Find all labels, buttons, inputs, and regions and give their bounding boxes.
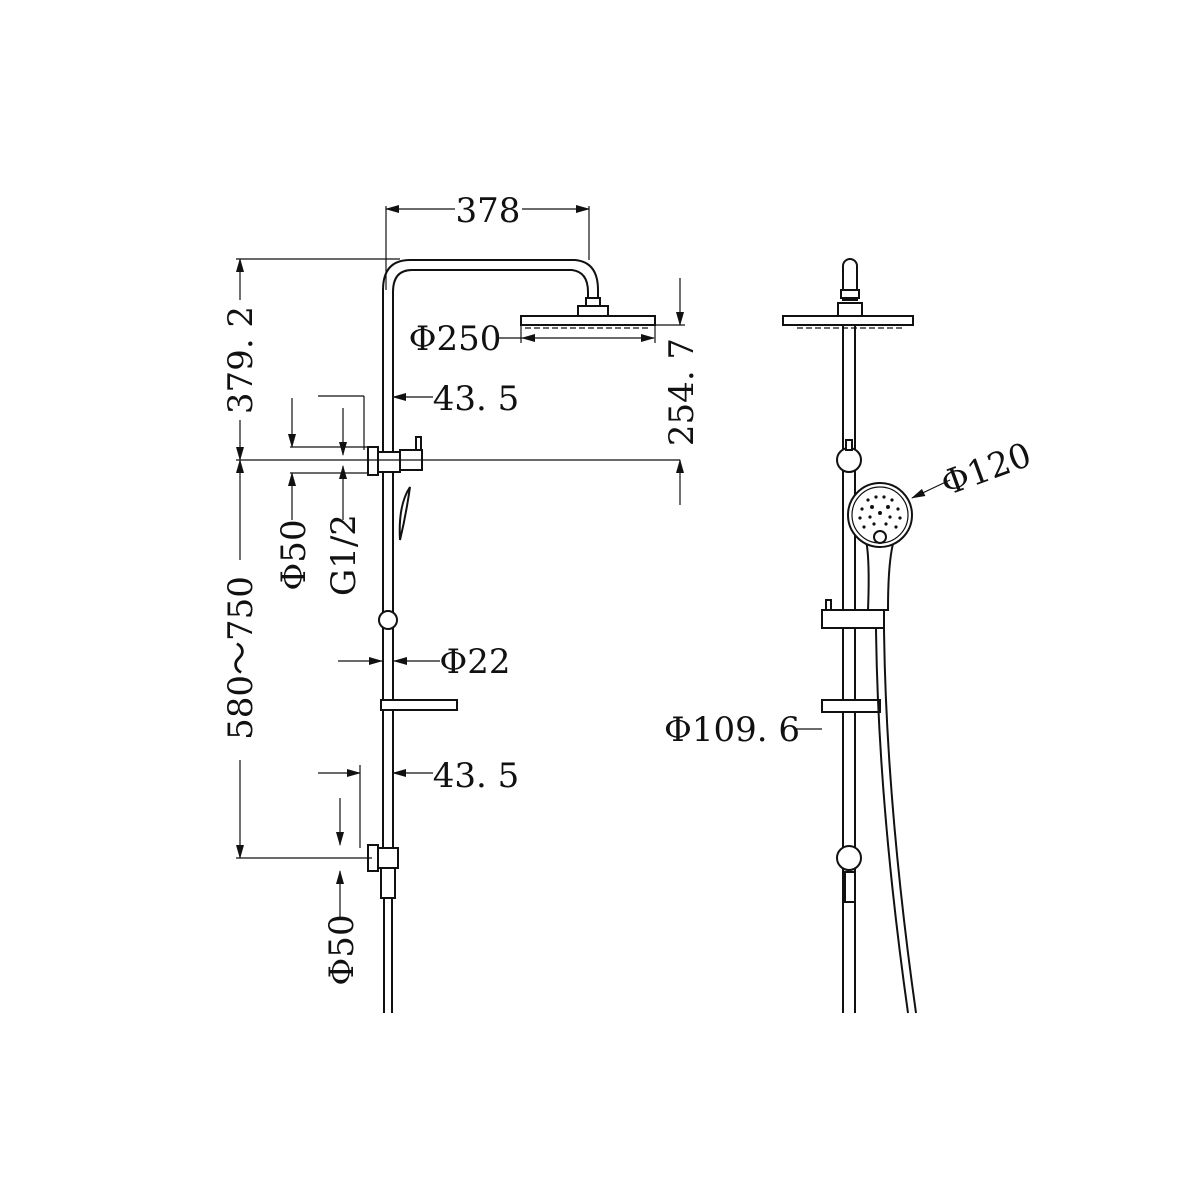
upper-bracket-side: [836, 447, 862, 473]
hose-front: [383, 898, 393, 1013]
rain-head-side: [782, 315, 914, 326]
hose-outlet: [380, 867, 396, 899]
dim-phi50-lower: Φ50: [322, 798, 362, 986]
dim-offset-upper-label: 43. 5: [433, 379, 520, 419]
arm-connector-side: [840, 289, 860, 299]
dim-254-7: 254. 7: [655, 278, 702, 505]
slider-side: [821, 609, 885, 629]
soap-dish-side: [821, 699, 881, 713]
upper-wall-bracket: [367, 446, 379, 476]
soap-dish: [380, 699, 458, 711]
dim-g1-2: G1/2: [318, 395, 365, 596]
dim-head-bracket-label: 254. 7: [662, 338, 702, 446]
dim-rail-dia-label: Φ22: [439, 642, 510, 682]
dim-phi22: Φ22: [338, 642, 511, 682]
dim-phi120: Φ120: [911, 435, 1037, 504]
dim-580-750: 580～750: [221, 459, 372, 859]
dim-378: 378: [385, 191, 590, 290]
lower-bracket-side: [836, 845, 862, 871]
dim-offset-lower-label: 43. 5: [433, 756, 520, 796]
bracket-pin-side: [845, 439, 853, 451]
dim-phi109-6: Φ109. 6: [664, 710, 822, 750]
dim-height-upper-label: 379. 2: [221, 306, 261, 414]
dim-soap-dish-label: Φ109. 6: [664, 710, 800, 750]
dim-379-2: 379. 2: [221, 258, 680, 461]
slider-knob: [378, 610, 398, 630]
upper-bracket-body: [377, 451, 401, 473]
dim-thread-label: G1/2: [324, 514, 364, 596]
dim-bracket-upper-label: Φ50: [274, 519, 314, 590]
dim-hand-shower-label: Φ120: [936, 435, 1037, 504]
dim-43-5-upper: 43. 5: [392, 379, 520, 419]
hand-shower-nozzles: [858, 495, 902, 529]
spray-selector-button: [873, 530, 887, 544]
dim-width-label: 378: [456, 191, 521, 231]
dim-43-5-lower: 43. 5: [318, 756, 519, 848]
rail-side: [842, 325, 856, 1013]
rain-shower-head: [520, 315, 656, 326]
side-view: Φ120 Φ109. 6: [664, 258, 1037, 1014]
hand-shower-handle: [864, 539, 896, 611]
front-view: 378 379. 2 580～750 254. 7 Φ250: [221, 191, 702, 1013]
dim-rain-head-label: Φ250: [409, 319, 502, 359]
arm-connector: [585, 297, 601, 307]
slider-knob-side: [825, 599, 832, 611]
dim-bracket-lower-label: Φ50: [322, 914, 362, 985]
bracket-pin: [415, 436, 422, 451]
shower-arm: [382, 259, 599, 460]
hand-shower-side: [398, 486, 411, 541]
hose-outlet-side: [844, 871, 856, 903]
head-connector: [577, 305, 609, 317]
hose-side: [875, 627, 917, 1014]
lower-bracket-body: [377, 847, 399, 869]
dim-phi50-upper: Φ50: [274, 398, 368, 591]
rail-upper: [382, 469, 394, 851]
dim-phi250: Φ250: [409, 319, 656, 359]
dim-rail-range-label: 580～750: [221, 576, 261, 740]
head-connector-side: [837, 302, 863, 317]
